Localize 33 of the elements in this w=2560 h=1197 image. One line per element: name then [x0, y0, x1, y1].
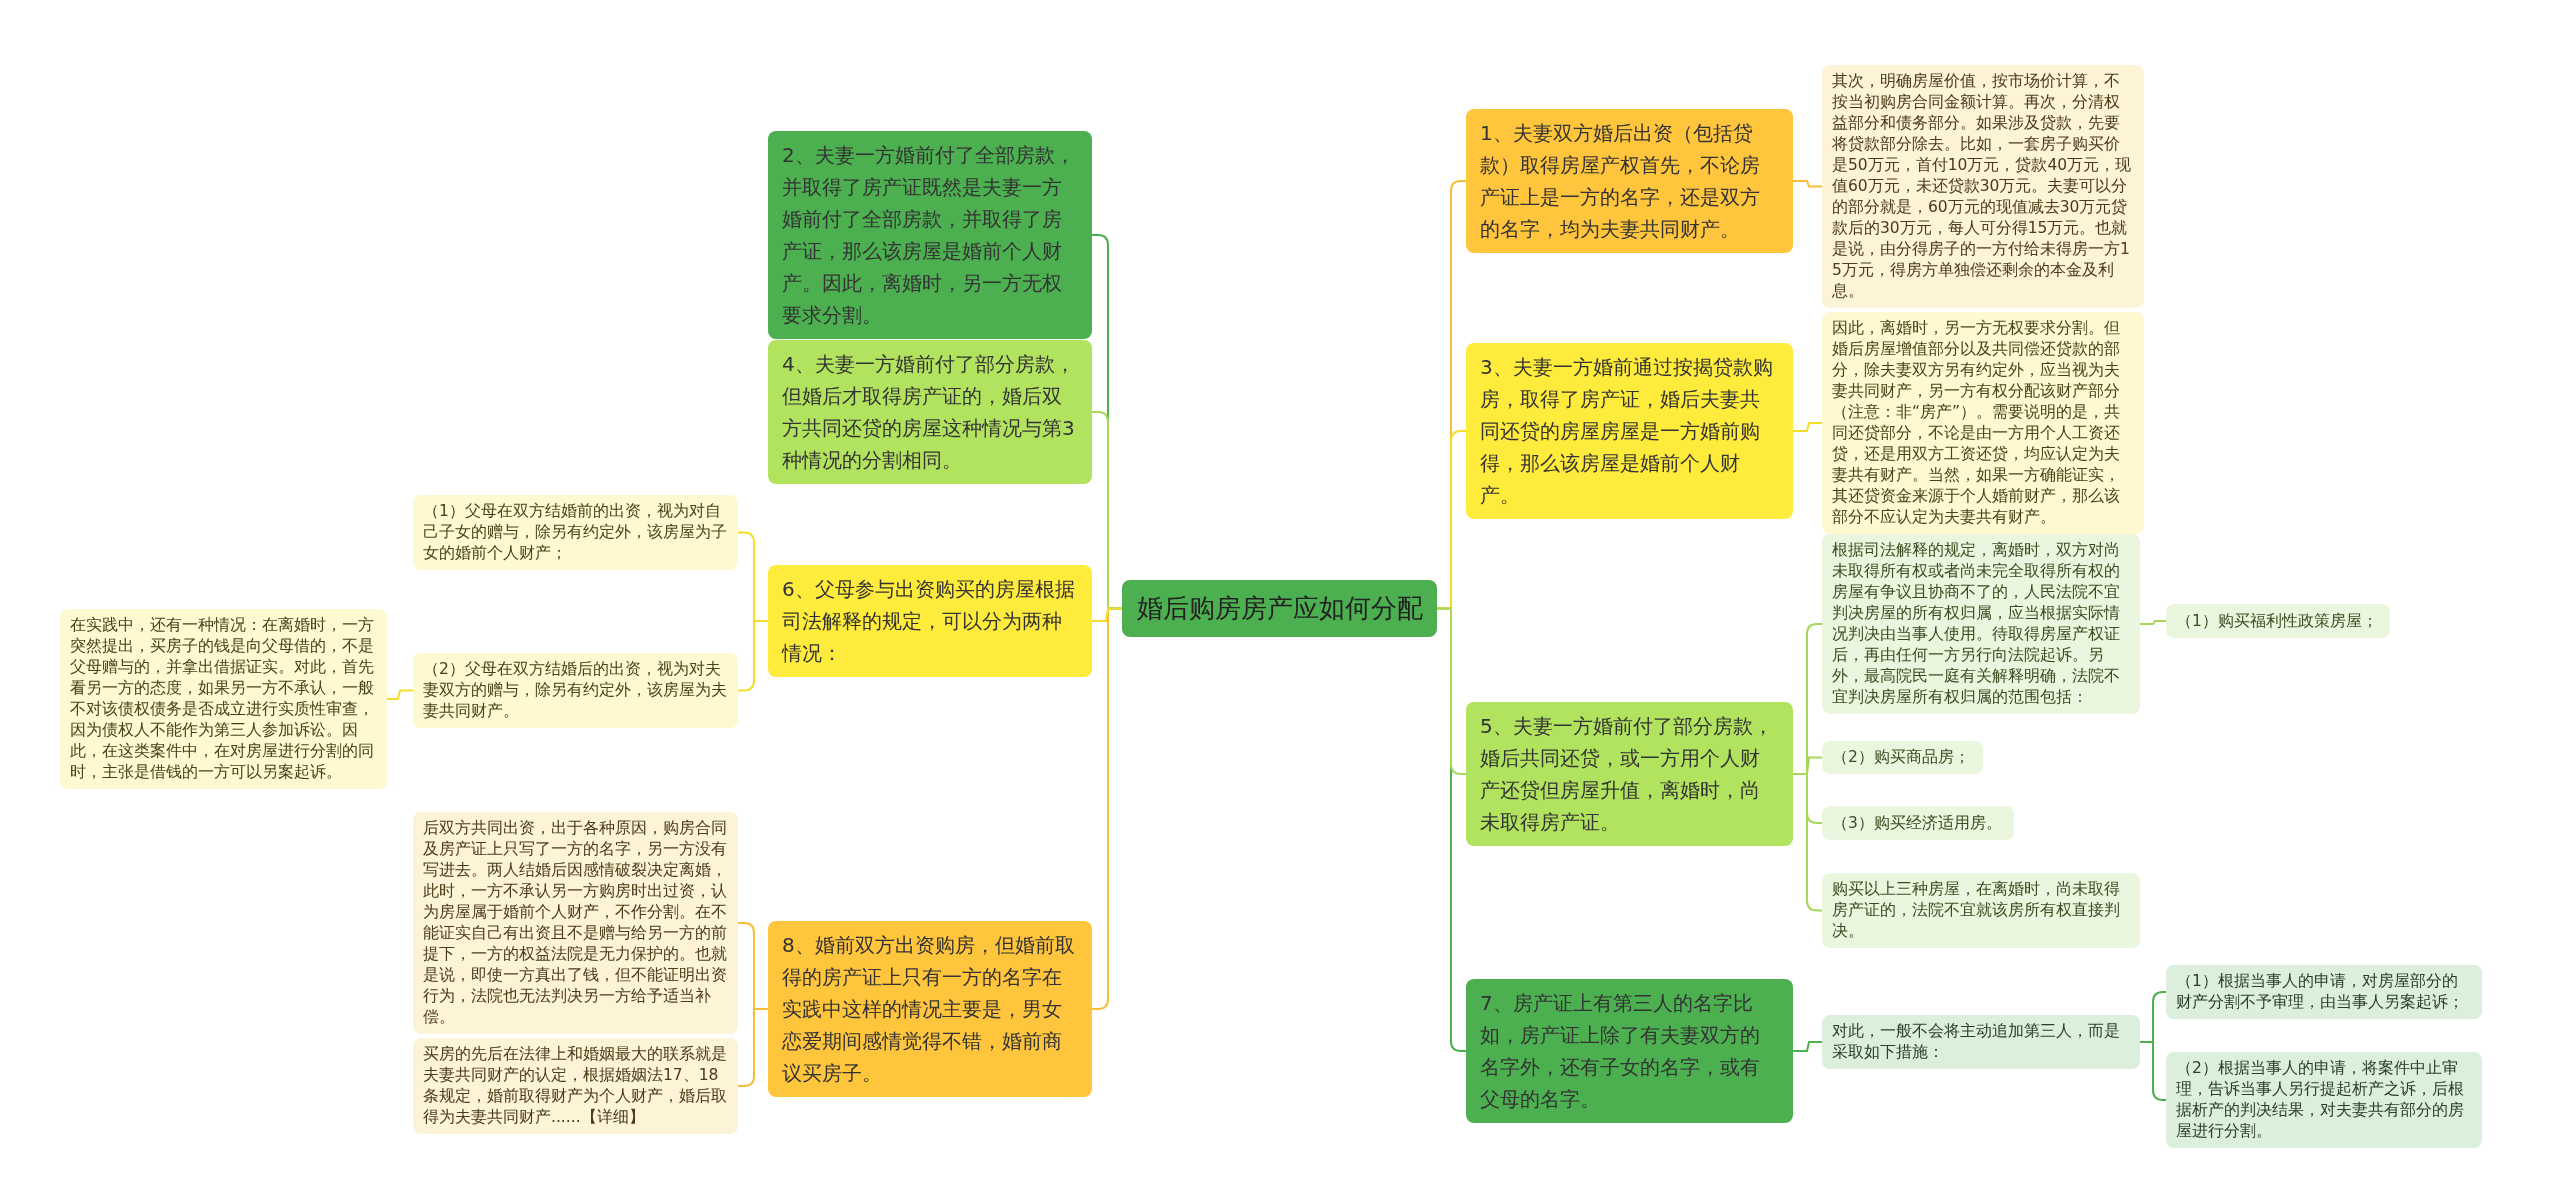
note-box: 买房的先后在法律上和婚姻最大的联系就是夫妻共同财产的认定，根据婚姻法17、18条规定，婚前取得财产为个人财产，婚后取得为夫妻共同财产......【详细】: [413, 1038, 738, 1134]
connector-line: [1792, 756, 1823, 775]
note-box: 对此，一般不会将主动追加第三人，而是采取如下措施：: [1822, 1015, 2140, 1069]
topic-box: 6、父母参与出资购买的房屋根据司法解释的规定，可以分为两种情况：: [768, 565, 1092, 677]
note-box: （2）购买商品房；: [1822, 741, 1983, 774]
note-box: （1）购买福利性政策房屋；: [2166, 604, 2390, 638]
note-box: 购买以上三种房屋，在离婚时，尚未取得房产证的，法院不宜就该房所有权直接判决。: [1822, 873, 2140, 948]
connector-line: [1436, 607, 1467, 775]
note-box: （3）购买经济适用房。: [1822, 806, 2014, 840]
topic-box: 7、房产证上有第三人的名字比如，房产证上除了有夫妻双方的名字外，还有子女的名字，或有父母的名字。: [1466, 979, 1793, 1123]
note-box: 后双方共同出资，出于各种原因，购房合同及房产证上只写了一方的名字，另一方没有写进去。两人结婚后因感情破裂决定离婚，此时，一方不承认另一方购房时出过资，认为房屋属于婚前个人财产，不作分割。在不能证实自己有出资且不是赠与给另一方的前提下，一方的权益法院是无力保护的。也就是说，即使一方真出了钱，但不能证明出资行为，法院也无法判决另一方给予适当补偿。: [413, 812, 738, 1034]
topic-box: 5、夫妻一方婚前付了部分房款，婚后共同还贷，或一方用个人财产还贷但房屋升值，离婚时，尚未取得房产证。: [1466, 702, 1793, 846]
connector-line: [1792, 1041, 1823, 1052]
note-box: 在实践中，还有一种情况：在离婚时，一方突然提出，买房子的钱是向父母借的，不是父母赠与的，并拿出借据证实。对此，首先看另一方的态度，如果另一方不承认，一般不对该债权债务是否成立进行实质性审查，因为债权人不能作为第三人参加诉讼。因此，在这类案件中，在对房屋进行分割的同时，主张是借钱的一方可以另案起诉。: [60, 609, 387, 789]
note-box: 因此，离婚时，另一方无权要求分割。但婚后房屋增值部分以及共同偿还贷款的部分，除夫妻双方另有约定外，应当视为夫妻共同财产，另一方有权分配该财产部分（注意：非“房产”）。需要说明的是，共同还贷部分，不论是由一方用个人工资还贷，还是用双方工资还贷，均应认定为夫妻共有财产。当然，如果一方确能证实，其还贷资金来源于个人婚前财产，那么该部分不应认定为夫妻共有财产。: [1822, 312, 2144, 534]
topic-box: 3、夫妻一方婚前通过按揭贷款购房，取得了房产证，婚后夫妻共同还贷的房屋房屋是一方婚前购得，那么该房屋是婚前个人财产。: [1466, 343, 1793, 519]
topic-box: 2、夫妻一方婚前付了全部房款，并取得了房产证既然是夫妻一方婚前付了全部房款，并取得了房产证，那么该房屋是婚前个人财产。因此，离婚时，另一方无权要求分割。: [768, 131, 1092, 339]
connector-line: [2139, 620, 2167, 625]
connector-line: [1792, 422, 1823, 432]
note-box: 其次，明确房屋价值，按市场价计算，不按当初购房合同金额计算。再次，分清权益部分和债务部分。如果涉及贷款，先要将贷款部分除去。比如，一套房子购买价是50万元，首付10万元，贷款40万元，现值60万元，未还贷款30万元。夫妻可以分的部分就是，60万元的现值减去30万元贷款后的30万元，每人可分得15万元。也就是说，由分得房子的一方付给未得房一方15万元，得房方单独偿还剩余的本金及利息。: [1822, 65, 2144, 308]
topic-box: 1、夫妻双方婚后出资（包括贷款）取得房屋产权首先，不论房产证上是一方的名字，还是双方的名字，均为夫妻共同财产。: [1466, 109, 1793, 253]
note-box: （2）父母在双方结婚后的出资，视为对夫妻双方的赠与，除另有约定外，该房屋为夫妻共同财产。: [413, 653, 738, 728]
connector-line: [386, 689, 414, 700]
note-box: （1）根据当事人的申请，对房屋部分的财产分割不予审理，由当事人另案起诉；: [2166, 965, 2482, 1019]
topic-box: 8、婚前双方出资购房，但婚前取得的房产证上只有一方的名字在实践中这样的情况主要是，男女恋爱期间感情觉得不错，婚前商议买房子。: [768, 921, 1092, 1097]
note-box: （2）根据当事人的申请，将案件中止审理，告诉当事人另行提起析产之诉，后根据析产的判决结果，对夫妻共有部分的房屋进行分割。: [2166, 1052, 2482, 1148]
note-box: 根据司法解释的规定，离婚时，双方对尚未取得所有权或者尚未完全取得所有权的房屋有争议且协商不了的，人民法院不宜判决房屋的所有权归属，应当根据实际情况判决由当事人使用。待取得房屋产权证后，再由任何一方另行向法院起诉。另外，最高院民一庭有关解释明确，法院不宜判决房屋所有权归属的范围包括：: [1822, 534, 2140, 714]
central-topic-box: 婚后购房房产应如何分配: [1122, 580, 1437, 637]
topic-box: 4、夫妻一方婚前付了部分房款，但婚后才取得房产证的，婚后双方共同还贷的房屋这种情况与第3种情况的分割相同。: [768, 340, 1092, 484]
connector-line: [2139, 991, 2167, 1043]
connector-line: [1091, 607, 1123, 622]
connector-line: [1792, 180, 1823, 188]
note-box: （1）父母在双方结婚前的出资，视为对自己子女的赠与，除另有约定外，该房屋为子女的婚前个人财产；: [413, 495, 738, 570]
